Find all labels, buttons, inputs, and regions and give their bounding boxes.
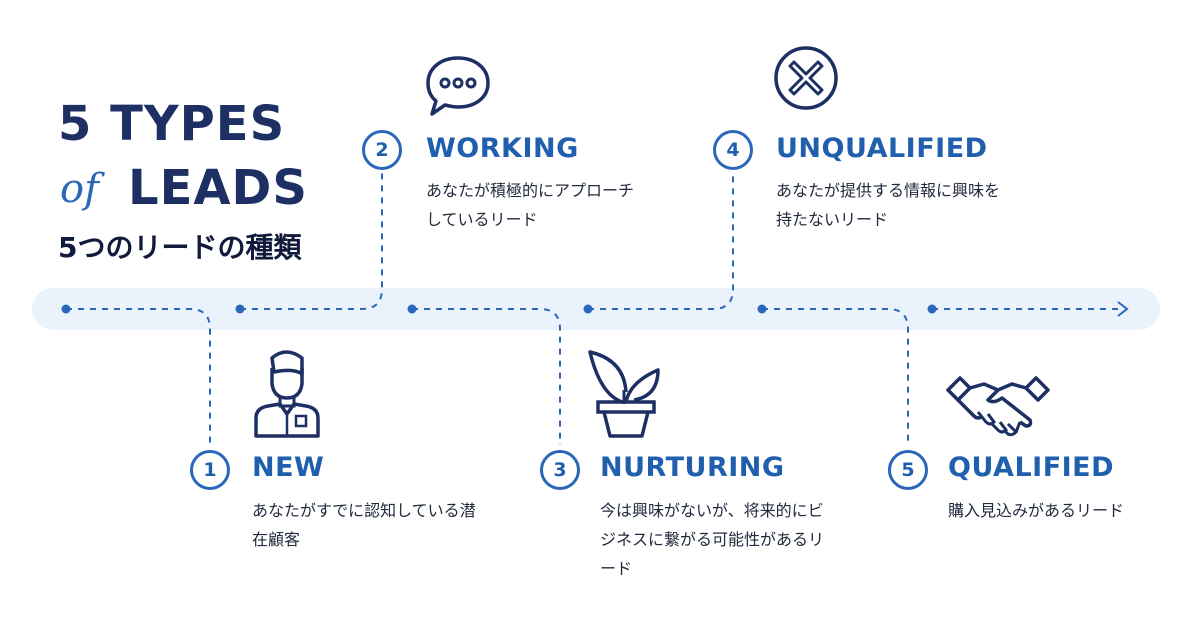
title-line-1: 5 TYPES bbox=[58, 96, 286, 152]
arrow-head-icon bbox=[1117, 301, 1129, 317]
person-icon bbox=[254, 350, 320, 438]
step-1-description: あなたがすでに認知している潜在顧客 bbox=[252, 501, 476, 549]
timeline-dot bbox=[583, 304, 593, 314]
step-3-description: 今は興味がないが、将来的にビジネスに繋がる可能性があるリード bbox=[600, 501, 825, 578]
timeline-dot bbox=[407, 304, 417, 314]
timeline-dot bbox=[757, 304, 767, 314]
timeline-dot bbox=[235, 304, 245, 314]
step-1-number-badge: 1 bbox=[190, 450, 230, 490]
step-2-number-badge: 2 bbox=[362, 130, 402, 170]
title-line-2: LEADS bbox=[128, 160, 308, 216]
title-japanese: 5つのリードの種類 bbox=[58, 231, 302, 264]
handshake-icon bbox=[946, 376, 1050, 437]
step-2-title: WORKING bbox=[426, 133, 579, 164]
connector-segment-2 bbox=[240, 172, 383, 310]
step-3-title: NURTURING bbox=[600, 452, 785, 483]
speech-bubble-icon bbox=[426, 56, 490, 116]
x-circle-icon bbox=[774, 46, 838, 110]
timeline-band bbox=[32, 288, 1160, 330]
timeline-dot bbox=[927, 304, 937, 314]
step-3-number-badge: 3 bbox=[540, 450, 580, 490]
step-5-number-badge: 5 bbox=[888, 450, 928, 490]
step-5-title: QUALIFIED bbox=[948, 452, 1115, 483]
step-4-number-badge: 4 bbox=[713, 130, 753, 170]
title-of: of bbox=[60, 166, 99, 212]
step-5-description: 購入見込みがあるリード bbox=[948, 501, 1125, 520]
connector-segment-5 bbox=[762, 308, 909, 445]
step-4-title: UNQUALIFIED bbox=[776, 133, 988, 164]
plant-pot-icon bbox=[588, 350, 660, 438]
step-1-title: NEW bbox=[252, 452, 325, 483]
connector-segment-4 bbox=[588, 172, 734, 310]
step-2-description: あなたが積極的にアプローチしているリード bbox=[426, 181, 635, 229]
connector-segment-1 bbox=[66, 308, 211, 445]
timeline-dot bbox=[61, 304, 71, 314]
step-4-description: あなたが提供する情報に興味を持たないリード bbox=[776, 181, 1001, 229]
connector-segment-3 bbox=[412, 308, 561, 445]
